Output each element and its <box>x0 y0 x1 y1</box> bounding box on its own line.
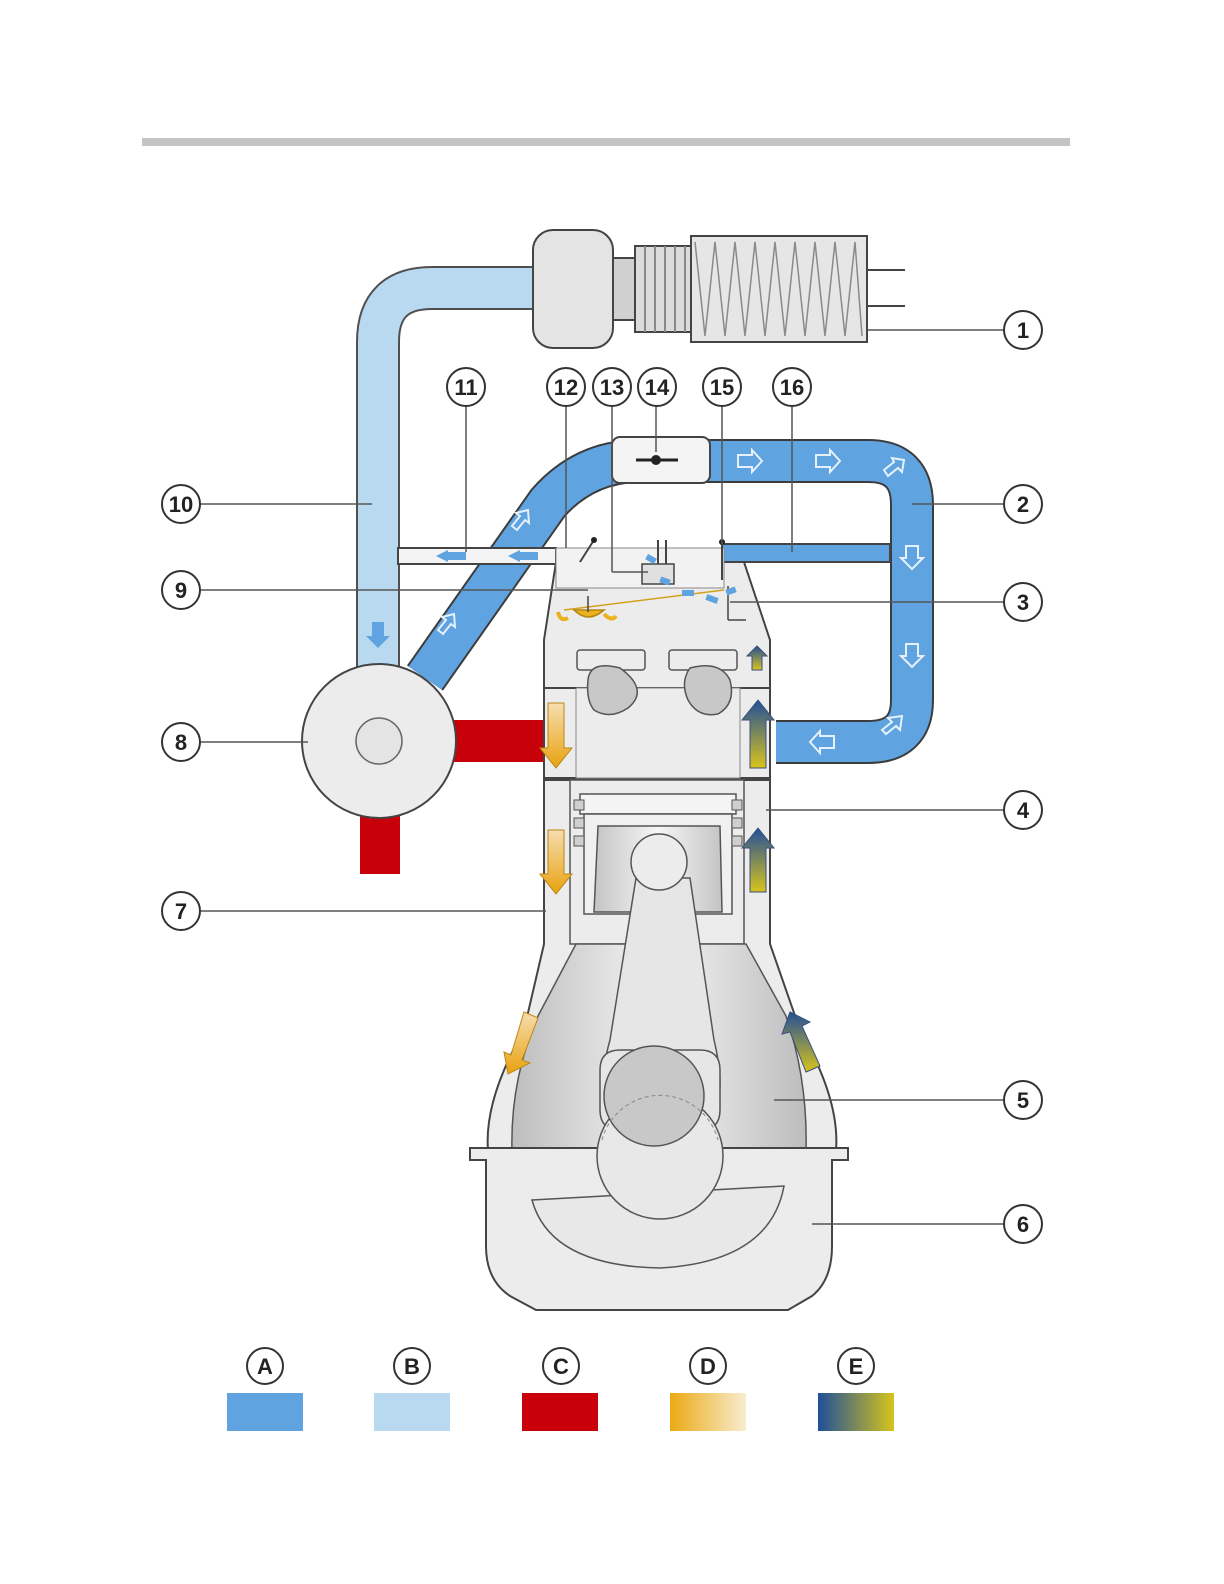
cylinder-head <box>544 688 770 778</box>
legend: A B C D E <box>227 1348 894 1431</box>
svg-text:6: 6 <box>1017 1212 1029 1237</box>
svg-text:1: 1 <box>1017 318 1029 343</box>
callout-16: 16 <box>773 368 811 406</box>
callout-6: 6 <box>1004 1205 1042 1243</box>
callout-4: 4 <box>1004 791 1042 829</box>
svg-text:16: 16 <box>780 375 804 400</box>
svg-text:4: 4 <box>1017 798 1030 823</box>
callout-14: 14 <box>638 368 676 406</box>
svg-text:5: 5 <box>1017 1088 1029 1113</box>
breather-line-11 <box>398 548 556 564</box>
svg-text:9: 9 <box>175 578 187 603</box>
header-rule <box>142 138 1070 146</box>
callout-12: 12 <box>547 368 585 406</box>
callout-2: 2 <box>1004 485 1042 523</box>
svg-text:13: 13 <box>600 375 624 400</box>
svg-text:D: D <box>700 1354 716 1379</box>
callout-13: 13 <box>593 368 631 406</box>
legend-swatch-c <box>522 1393 598 1431</box>
callout-5: 5 <box>1004 1081 1042 1119</box>
legend-swatch-b <box>374 1393 450 1431</box>
svg-text:11: 11 <box>454 375 477 400</box>
svg-text:12: 12 <box>554 375 578 400</box>
legend-swatch-a <box>227 1393 303 1431</box>
breather-line-16 <box>722 544 890 562</box>
legend-swatch-e <box>818 1393 894 1431</box>
callout-7: 7 <box>162 892 200 930</box>
callout-15: 15 <box>703 368 741 406</box>
intake-bellows <box>635 246 691 332</box>
callout-9: 9 <box>162 571 200 609</box>
intake-silencer <box>691 236 867 342</box>
callout-1: 1 <box>1004 311 1042 349</box>
legend-item-c: C <box>522 1348 598 1431</box>
legend-swatch-d <box>670 1393 746 1431</box>
svg-text:8: 8 <box>175 730 187 755</box>
legend-item-b: B <box>374 1348 450 1431</box>
svg-text:A: A <box>257 1354 273 1379</box>
callout-8: 8 <box>162 723 200 761</box>
svg-text:7: 7 <box>175 899 187 924</box>
callout-10: 10 <box>162 485 200 523</box>
legend-item-a: A <box>227 1348 303 1431</box>
svg-text:E: E <box>849 1354 864 1379</box>
svg-text:3: 3 <box>1017 590 1029 615</box>
svg-text:15: 15 <box>710 375 734 400</box>
svg-text:2: 2 <box>1017 492 1029 517</box>
svg-text:14: 14 <box>645 375 670 400</box>
svg-text:C: C <box>553 1354 569 1379</box>
air-filter-housing <box>533 230 613 348</box>
callout-3: 3 <box>1004 583 1042 621</box>
legend-item-e: E <box>818 1348 894 1431</box>
callout-11: 11 <box>447 368 485 406</box>
legend-item-d: D <box>670 1348 746 1431</box>
svg-text:B: B <box>404 1354 420 1379</box>
svg-text:10: 10 <box>169 492 193 517</box>
